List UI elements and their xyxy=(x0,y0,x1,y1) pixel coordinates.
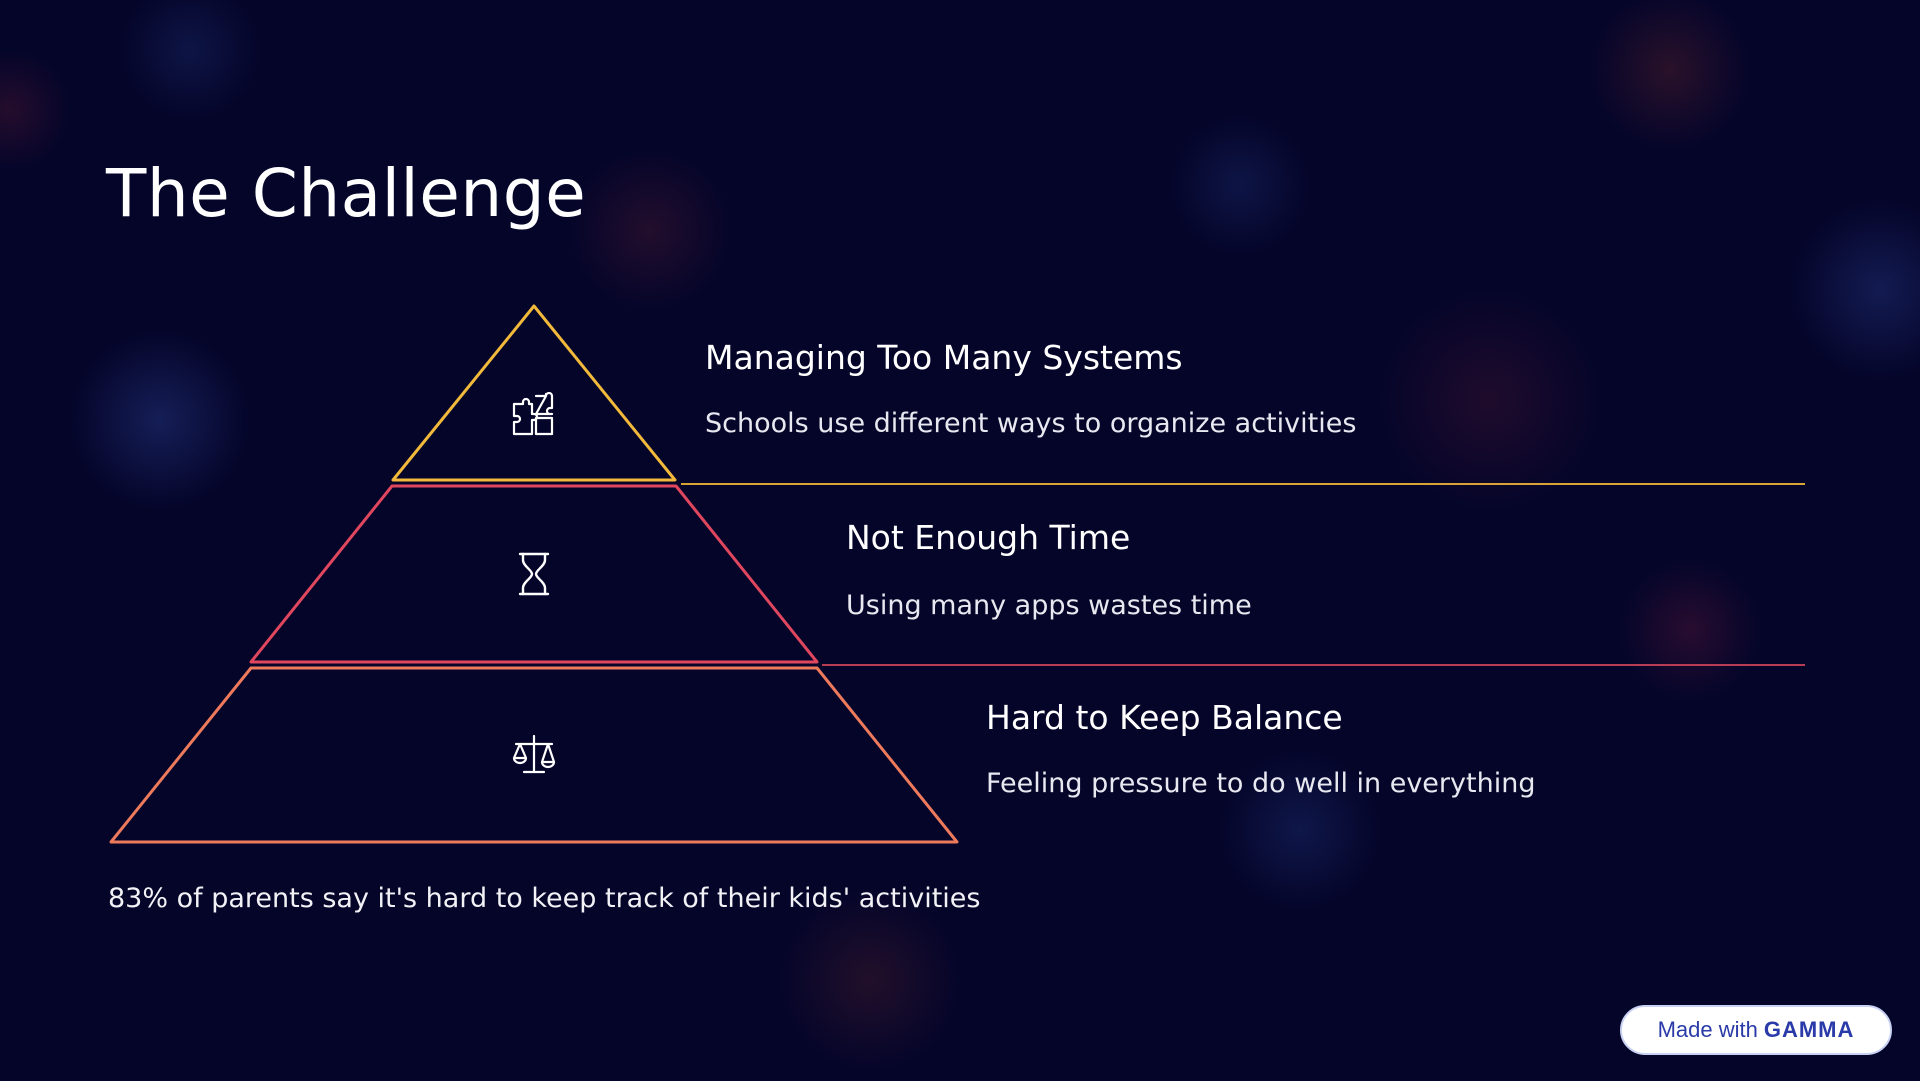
layer-2-description: Using many apps wastes time xyxy=(846,590,1252,621)
slide-title: The Challenge xyxy=(106,155,587,232)
puzzle-icon xyxy=(510,392,558,440)
layer-2-divider xyxy=(822,664,1805,666)
hourglass-icon xyxy=(510,550,558,598)
layer-1-description: Schools use different ways to organize a… xyxy=(705,408,1357,439)
layer-1-divider xyxy=(681,483,1805,485)
gamma-logo: GAMMA xyxy=(1763,1017,1855,1042)
balance-scale-icon xyxy=(510,730,558,778)
footnote-statistic: 83% of parents say it's hard to keep tra… xyxy=(108,883,981,914)
made-with-gamma-badge[interactable]: Made with GAMMA xyxy=(1620,1005,1892,1055)
badge-prefix: Made with xyxy=(1657,1017,1758,1042)
layer-1-heading: Managing Too Many Systems xyxy=(705,338,1183,377)
pyramid-layer-bottom xyxy=(109,666,959,844)
layer-2-heading: Not Enough Time xyxy=(846,518,1131,557)
pyramid-layer-top xyxy=(391,304,677,482)
pyramid-layer-middle xyxy=(249,484,819,664)
layer-3-heading: Hard to Keep Balance xyxy=(986,698,1343,737)
layer-3-description: Feeling pressure to do well in everythin… xyxy=(986,768,1536,799)
